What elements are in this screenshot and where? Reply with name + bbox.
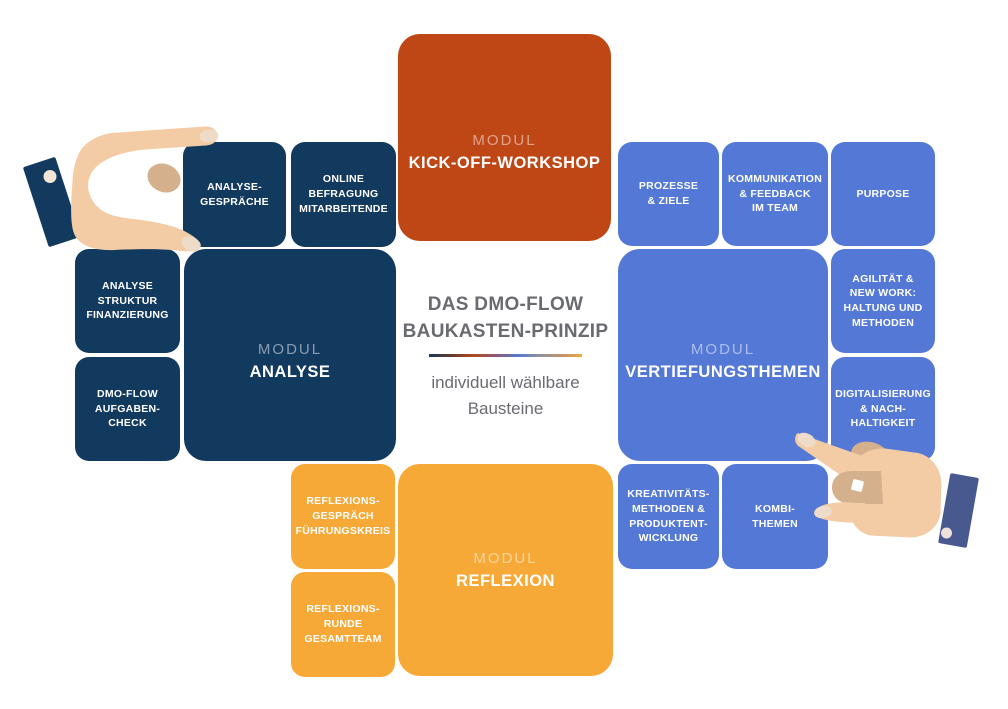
curled-finger-knuckle [147, 163, 181, 193]
modul-vertiefungsthemen: MODUL VERTIEFUNGSTHEMEN [618, 249, 828, 461]
baustein-prozesse-ziele: PROZESSE & ZIELE [618, 142, 719, 246]
grabbing-hand-icon [23, 126, 219, 252]
baustein-analyse-struktur-finanzierung: ANALYSE STRUKTUR FINANZIERUNG [75, 249, 180, 353]
baustein-reflexionsrunde: REFLEXIONS- RUNDE GESAMTTEAM [291, 572, 395, 677]
index-fingernail [199, 129, 219, 143]
baustein-dmo-flow-aufgaben-check: DMO-FLOW AUFGABEN- CHECK [75, 357, 180, 461]
modul-name: ANALYSE [249, 362, 331, 381]
baustein-kombi-themen: KOMBI- THEMEN [722, 464, 828, 569]
finger-gap-highlight [851, 479, 864, 492]
left-cuff-button [43, 170, 57, 183]
baustein-online-befragung: ONLINE BEFRAGUNG MITARBEITENDE [291, 142, 396, 247]
ring-fingernail [814, 505, 832, 519]
index-fingernail [797, 432, 816, 448]
modul-label: MODUL [257, 340, 323, 358]
diagram-title-line1: DAS DMO-FLOW [427, 294, 584, 315]
thumb-fingernail [181, 236, 201, 252]
baustein-purpose: PURPOSE [831, 142, 935, 246]
baustein-digitalisierung-nachhaltigkeit: DIGITALISIERUNG & NACH- HALTIGKEIT [831, 357, 935, 461]
modul-label: MODUL [473, 549, 538, 567]
modul-name: VERTIEFUNGSTHEMEN [625, 362, 821, 381]
gradient-divider [429, 354, 582, 357]
pointing-hand-icon [795, 432, 979, 548]
modul-label: MODUL [472, 132, 537, 149]
modul-reflexion: MODUL REFLEXION [398, 464, 613, 676]
baustein-agilitaet-new-work: AGILITÄT & NEW WORK: HALTUNG UND METHODE… [831, 249, 935, 353]
diagram-title-line2: BAUKASTEN-PRINZIP [402, 321, 609, 342]
baustein-reflexionsgespraech: REFLEXIONS- GESPRÄCH FÜHRUNGSKREIS [291, 464, 395, 569]
baustein-kommunikation-feedback: KOMMUNIKATION & FEEDBACK IM TEAM [722, 142, 828, 246]
modul-name: KICK-OFF-WORKSHOP [408, 154, 601, 172]
modul-analyse: MODUL ANALYSE [184, 249, 396, 461]
modul-name: REFLEXION [456, 571, 555, 590]
right-cuff-button [941, 527, 952, 539]
center-headline: DAS DMO-FLOW BAUKASTEN-PRINZIP individue… [398, 291, 613, 422]
modul-label: MODUL [690, 340, 756, 358]
modul-kick-off-workshop: MODUL KICK-OFF-WORKSHOP [398, 34, 611, 241]
baustein-analyse-gespraeche: ANALYSE- GESPRÄCHE [183, 142, 286, 247]
baustein-kreativitaetsmethoden: KREATIVITÄTS- METHODEN & PRODUKTENT- WIC… [618, 464, 719, 569]
diagram-subtitle: individuell wählbare Bausteine [431, 373, 580, 418]
left-hand-shape [71, 126, 218, 252]
left-sleeve-cuff [23, 157, 81, 247]
